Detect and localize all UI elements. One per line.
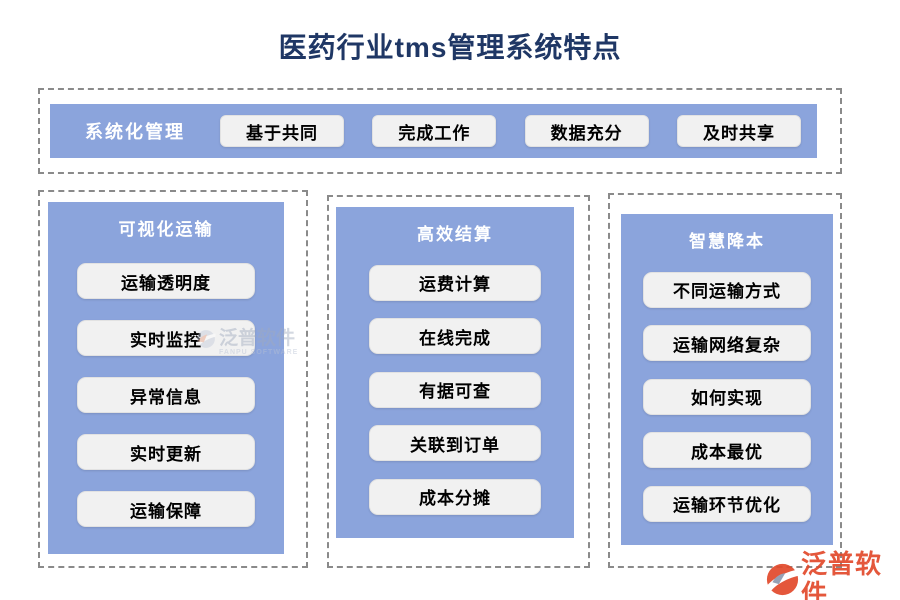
smart-cost-reduction-items: 不同运输方式 运输网络复杂 如何实现 成本最优 运输环节优化 xyxy=(621,254,833,545)
feature-pill-realtime-update: 实时更新 xyxy=(77,434,255,470)
feature-pill-realtime-monitoring: 实时监控 xyxy=(77,320,255,356)
feature-pill-cost-allocation: 成本分摊 xyxy=(369,478,541,515)
visualized-transport-header: 可视化运输 xyxy=(118,220,214,239)
efficient-settlement-header: 高效结算 xyxy=(417,225,493,244)
page-title: 医药行业tms管理系统特点 xyxy=(278,32,622,63)
systematic-management-bar: 系统化管理 基于共同 完成工作 数据充分 及时共享 xyxy=(50,104,817,158)
feature-pill-jishi-gongxiang: 及时共享 xyxy=(676,115,801,147)
feature-pill-abnormal-info: 异常信息 xyxy=(77,377,255,413)
visualized-transport-items: 运输透明度 实时监控 异常信息 实时更新 运输保障 xyxy=(48,242,284,554)
column-efficient-settlement: 高效结算 运费计算 在线完成 有据可查 关联到订单 成本分摊 xyxy=(327,195,590,568)
smart-cost-reduction-panel: 智慧降本 不同运输方式 运输网络复杂 如何实现 成本最优 运输环节优化 xyxy=(621,214,833,545)
feature-pill-jiyu-gongtong: 基于共同 xyxy=(220,115,344,147)
feature-pill-wancheng-gongzuo: 完成工作 xyxy=(372,115,497,147)
systematic-management-pills: 基于共同 完成工作 数据充分 及时共享 xyxy=(220,115,817,147)
fanpu-logo-name: 泛普软件 xyxy=(801,549,883,600)
systematic-management-label: 系统化管理 xyxy=(85,122,185,142)
feature-pill-freight-calculation: 运费计算 xyxy=(369,264,541,301)
feature-pill-online-completion: 在线完成 xyxy=(369,318,541,354)
fanpu-logo-icon xyxy=(766,563,799,596)
smart-cost-reduction-header: 智慧降本 xyxy=(689,232,765,251)
feature-pill-transport-guarantee: 运输保障 xyxy=(77,491,255,527)
column-visualized-transport: 可视化运输 运输透明度 实时监控 异常信息 实时更新 运输保障 xyxy=(38,190,308,568)
efficient-settlement-items: 运费计算 在线完成 有据可查 关联到订单 成本分摊 xyxy=(336,247,574,538)
feature-pill-transport-transparency: 运输透明度 xyxy=(77,263,255,299)
fanpu-logo: 泛普软件 www.fanpusoft.com xyxy=(766,549,900,600)
efficient-settlement-panel: 高效结算 运费计算 在线完成 有据可查 关联到订单 成本分摊 xyxy=(336,207,574,538)
feature-pill-how-to-achieve: 如何实现 xyxy=(643,378,811,415)
feature-pill-traceable-records: 有据可查 xyxy=(369,371,541,408)
feature-pill-different-transport-modes: 不同运输方式 xyxy=(643,271,811,308)
feature-pill-shuju-chongfen: 数据充分 xyxy=(524,115,649,147)
feature-pill-link-optimization: 运输环节优化 xyxy=(643,485,811,522)
feature-pill-linked-to-orders: 关联到订单 xyxy=(369,425,541,461)
feature-pill-optimal-cost: 成本最优 xyxy=(643,432,811,468)
section-systematic-management: 系统化管理 基于共同 完成工作 数据充分 及时共享 xyxy=(38,88,842,174)
column-smart-cost-reduction: 智慧降本 不同运输方式 运输网络复杂 如何实现 成本最优 运输环节优化 xyxy=(608,193,842,568)
visualized-transport-panel: 可视化运输 运输透明度 实时监控 异常信息 实时更新 运输保障 xyxy=(48,202,284,554)
feature-pill-complex-network: 运输网络复杂 xyxy=(643,325,811,361)
